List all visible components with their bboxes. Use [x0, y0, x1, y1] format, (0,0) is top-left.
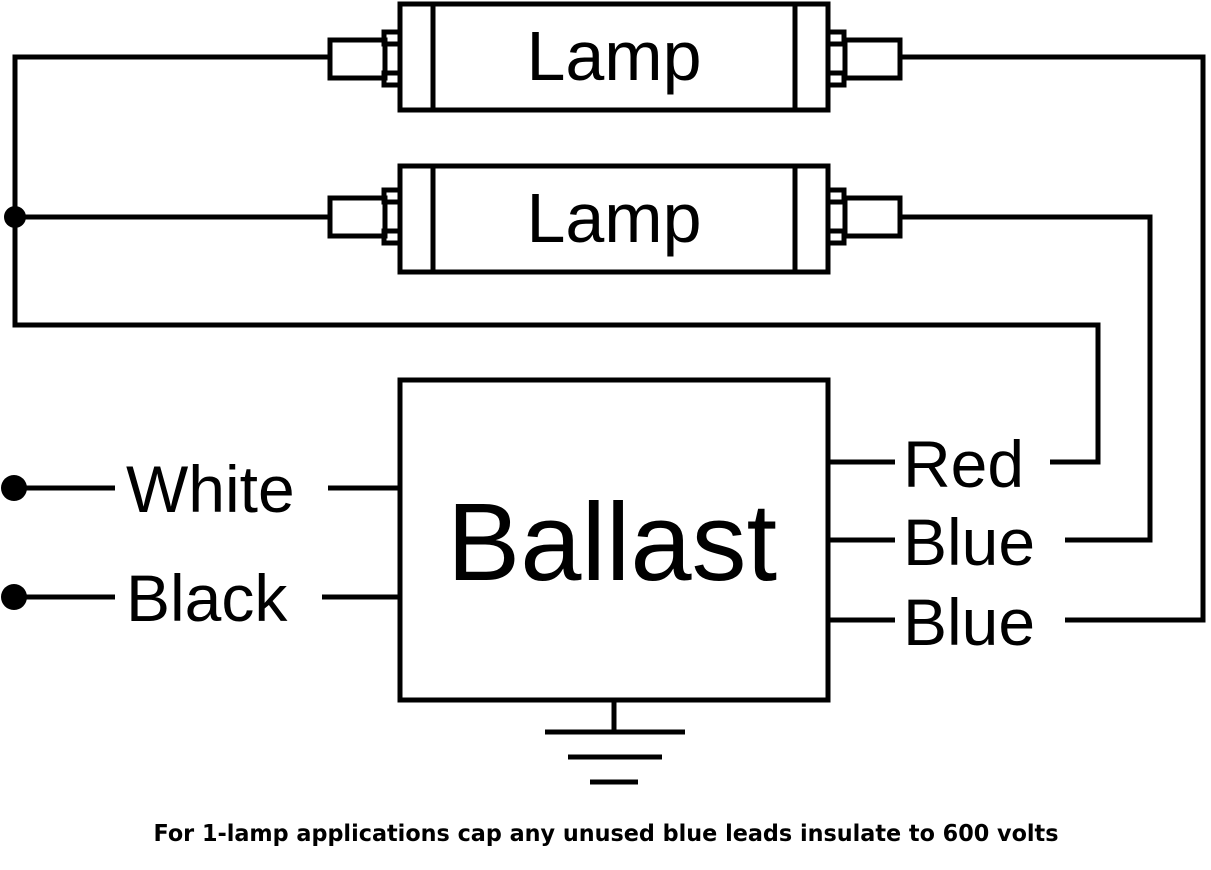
junction-dot — [4, 206, 26, 228]
ballast-label: Ballast — [447, 481, 777, 604]
blue-lead-1-label: Blue — [903, 505, 1035, 579]
lamp-1-label: Lamp — [526, 17, 701, 95]
blue-lead-2-label: Blue — [903, 585, 1035, 659]
lamp-1-right-socket — [842, 37, 903, 81]
lamp-1-left-socket — [327, 37, 388, 81]
lamp-2-right-socket — [842, 195, 903, 239]
input-leads: White Black — [1, 452, 400, 635]
wires — [4, 54, 1206, 623]
caption: For 1-lamp applications cap any unused b… — [154, 821, 1059, 847]
black-lead-label: Black — [126, 561, 288, 635]
ground-symbol-icon — [545, 700, 685, 785]
red-lead-label: Red — [903, 427, 1024, 501]
lamp-2: Lamp — [327, 163, 903, 275]
lamp-2-label: Lamp — [526, 179, 701, 257]
output-leads: Red Blue Blue — [828, 427, 1035, 659]
ballast: Ballast — [397, 377, 831, 703]
lamp-2-left-socket — [327, 195, 388, 239]
white-lead-label: White — [126, 452, 295, 526]
lamp-1: Lamp — [327, 1, 903, 113]
